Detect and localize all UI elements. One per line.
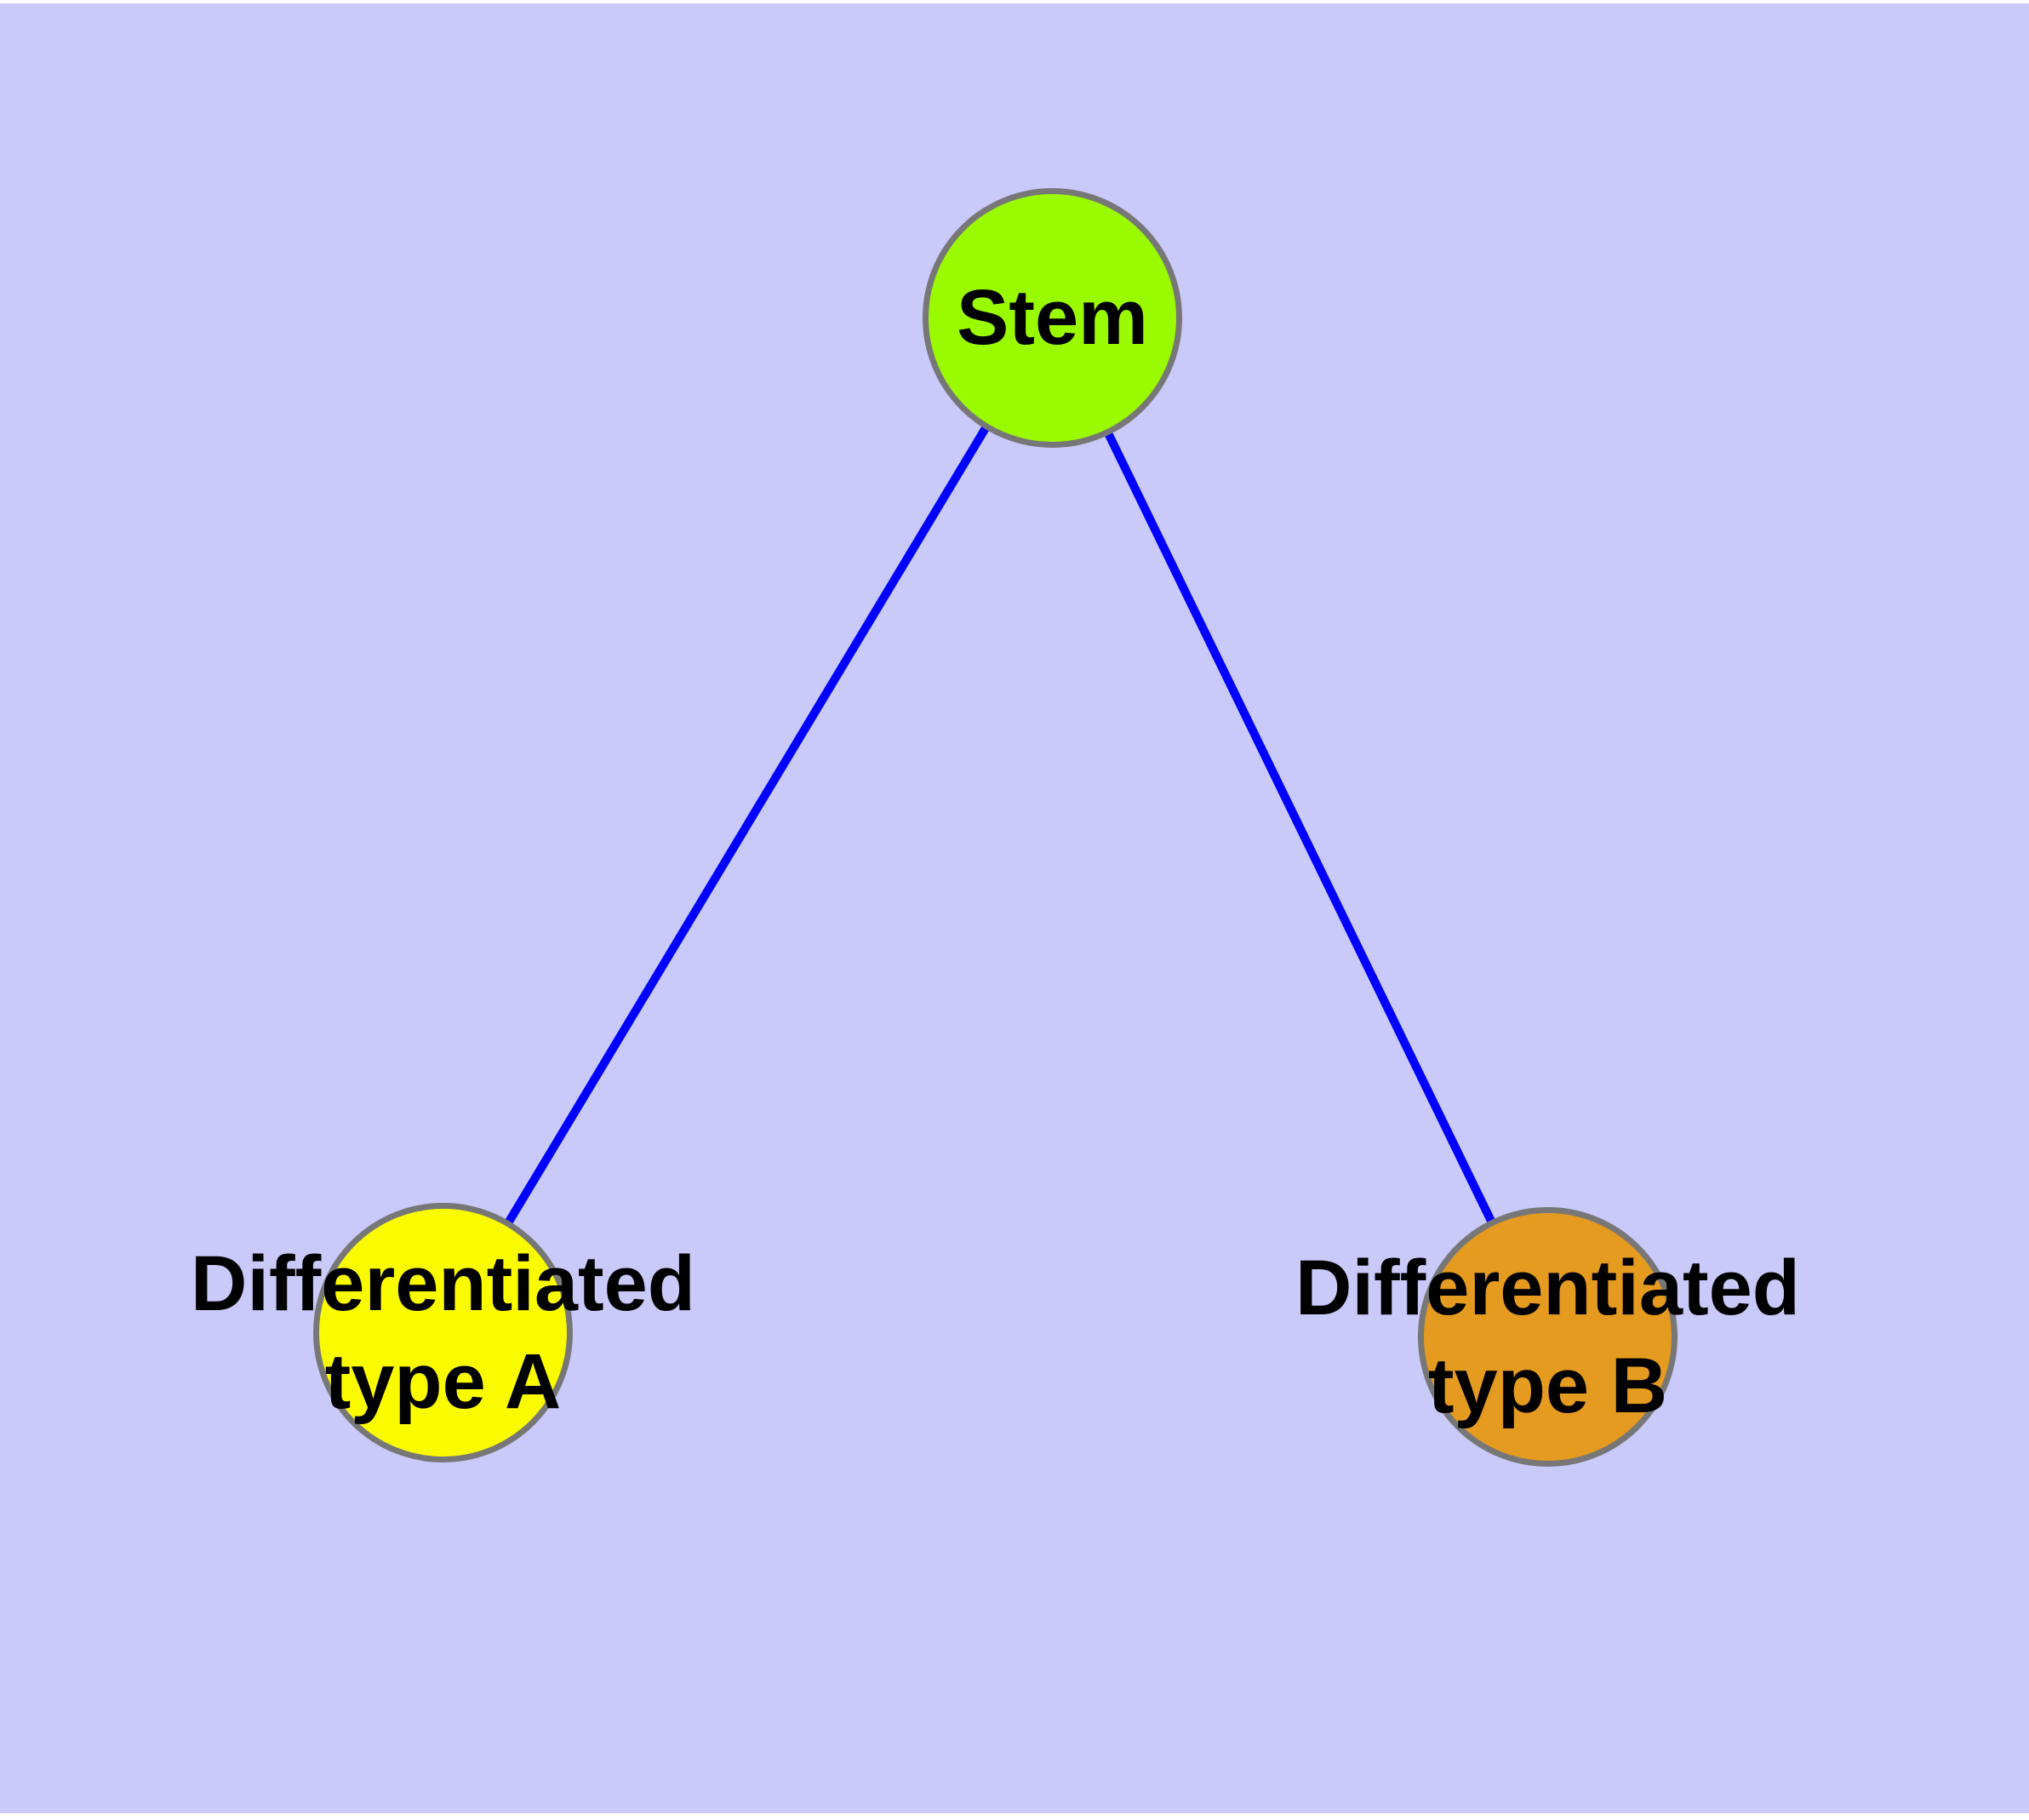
node-type-b-label-line-2: type B	[1427, 1342, 1668, 1429]
node-differentiated-type-b-label: Differentiated type B	[1295, 1239, 1800, 1435]
node-stem: Stem	[923, 188, 1182, 448]
node-type-b-label-line-1: Differentiated	[1295, 1244, 1800, 1331]
node-stem-label: Stem	[957, 269, 1148, 367]
node-differentiated-type-a-label: Differentiated type A	[191, 1235, 695, 1431]
node-differentiated-type-a: Differentiated type A	[191, 1203, 695, 1462]
node-differentiated-type-b: Differentiated type B	[1295, 1207, 1800, 1467]
edge-stem-to-type-a	[438, 315, 1056, 1335]
edge-stem-to-type-b	[1048, 315, 1552, 1339]
node-type-a-label-line-1: Differentiated	[191, 1239, 695, 1327]
node-stem-label-text: Stem	[957, 274, 1148, 361]
node-type-a-label-line-2: type A	[324, 1337, 562, 1425]
